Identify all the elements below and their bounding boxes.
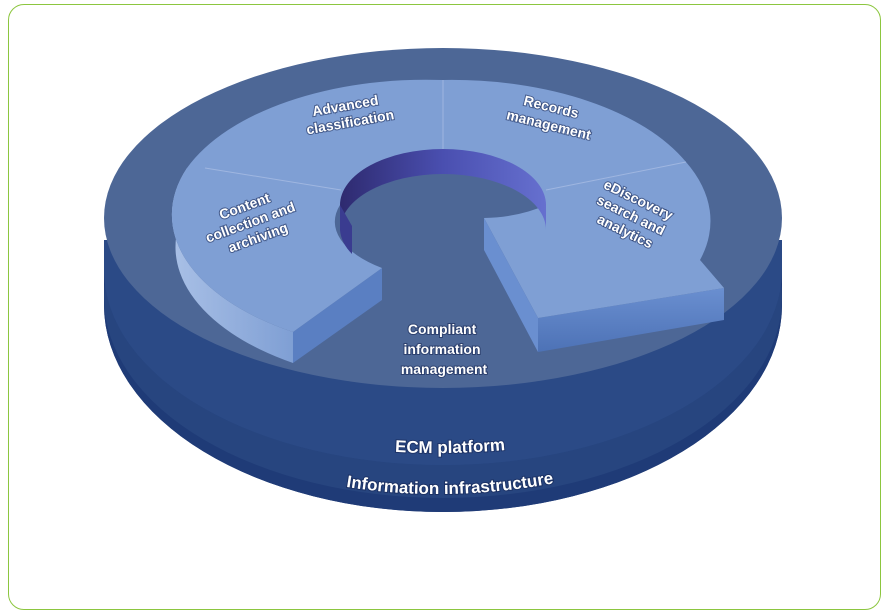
arrowhead-side xyxy=(538,288,724,352)
left-arrow-cap xyxy=(293,268,382,363)
ring-left-top xyxy=(171,79,443,332)
arrow-ring xyxy=(171,79,724,363)
ring-right-top xyxy=(443,79,724,318)
inner-hole-wall xyxy=(340,149,546,230)
center-label: Compliant information management xyxy=(401,321,488,377)
ecm-platform-label: ECM platform xyxy=(395,435,506,457)
